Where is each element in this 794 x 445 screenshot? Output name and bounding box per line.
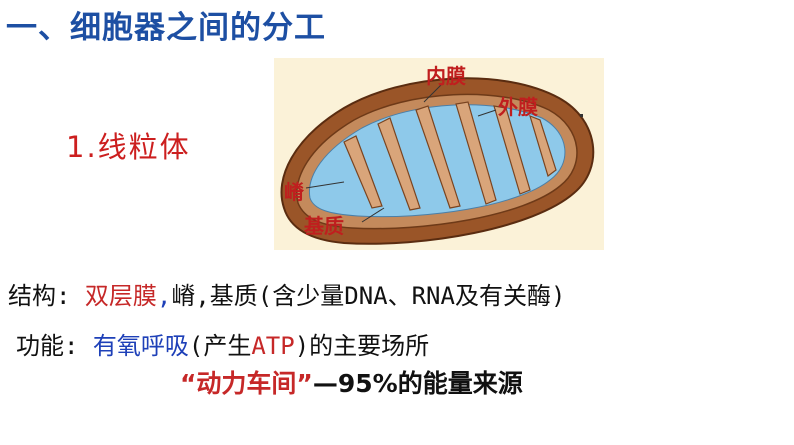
label-crista: 嵴: [284, 180, 304, 204]
label-inner-membrane: 内膜: [426, 64, 466, 88]
crista-fold: [493, 105, 531, 195]
structure-double-membrane: 双层膜: [84, 282, 157, 310]
structure-separator: ,: [156, 282, 172, 310]
energy-line: “动力车间”—95%的能量来源: [180, 364, 523, 400]
label-outer-membrane: 外膜: [498, 95, 538, 119]
structure-rest: 嵴,基质(含少量DNA、RNA及有关酶): [171, 282, 566, 310]
mitochondrion-figure: 内膜 外膜 嵴 基质: [274, 58, 604, 250]
leader-lines: [305, 83, 497, 223]
label-matrix: 基质: [304, 214, 344, 238]
crista-fold: [415, 105, 461, 209]
stray-mark: [580, 114, 583, 117]
structure-line: 结构: 双层膜,嵴,基质(含少量DNA、RNA及有关酶): [8, 276, 565, 311]
function-paren-open: (产生: [188, 332, 252, 360]
crista-fold: [529, 114, 557, 177]
leader-line-matrix: [361, 207, 385, 223]
subsection-title: 1.线粒体: [66, 130, 191, 164]
mitochondrion-illustration: [280, 77, 595, 245]
crista-fold: [455, 101, 497, 205]
leader-line-outer: [477, 109, 497, 117]
section-heading: 一、细胞器之间的分工: [6, 10, 326, 46]
crista-fold: [377, 117, 421, 211]
function-aerobic-respiration: 有氧呼吸: [92, 332, 189, 360]
function-paren-close: ): [294, 332, 310, 360]
leader-line-crista: [305, 181, 345, 189]
leader-line-inner: [423, 83, 443, 103]
function-label: 功能:: [16, 332, 79, 360]
cristae-group: [343, 101, 557, 211]
function-atp: ATP: [251, 332, 295, 360]
powerhouse-nickname: “动力车间”: [180, 369, 313, 398]
function-rest: 的主要场所: [309, 332, 430, 360]
structure-label: 结构:: [8, 282, 71, 310]
function-line: 功能: 有氧呼吸(产生ATP)的主要场所: [16, 326, 429, 361]
energy-note: —95%的能量来源: [312, 369, 523, 398]
crista-fold: [343, 135, 383, 209]
